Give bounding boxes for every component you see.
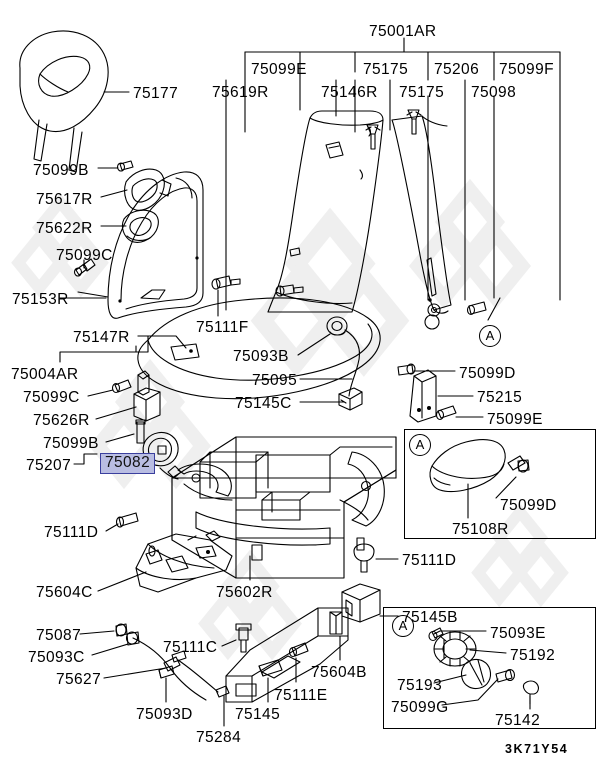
- part-clip-75175-b: [365, 124, 381, 150]
- part-bolt-75111E: [288, 642, 309, 658]
- part-bolt-75099C-lower: [111, 379, 132, 394]
- part-headrest-75177: [19, 30, 109, 173]
- part-lower-rail-75604B: [225, 607, 349, 703]
- part-knob-75192: [433, 631, 477, 667]
- part-bolt-75099D-right: [397, 363, 416, 376]
- callout-75099D-inset: 75099D: [500, 497, 557, 514]
- part-bracket-75145C: [338, 387, 363, 411]
- part-bolt-75099C-left: [73, 258, 96, 277]
- part-cap-75145: [258, 659, 283, 677]
- part-grommet-75093D: [158, 665, 175, 679]
- diagram-code: 3K71Y54: [505, 742, 569, 756]
- callout-75177: 75177: [133, 85, 179, 102]
- callout-75193: 75193: [397, 677, 443, 694]
- callout-75602R: 75602R: [216, 584, 273, 601]
- callout-75153R: 75153R: [12, 291, 69, 308]
- callout-75215: 75215: [477, 389, 523, 406]
- callout-75001AR: 75001AR: [369, 23, 437, 40]
- callout-75146R: 75146R: [321, 84, 378, 101]
- part-bolt-75099B-top: [116, 160, 134, 172]
- callout-75604C: 75604C: [36, 584, 93, 601]
- callout-75175-b: 75175: [399, 84, 445, 101]
- callout-75093D: 75093D: [136, 706, 193, 723]
- part-bolt-75111F: [211, 275, 241, 290]
- leader-lines: [59, 37, 561, 727]
- callout-75099F: 75099F: [499, 61, 554, 78]
- callout-75099D-right: 75099D: [459, 365, 516, 382]
- callout-75617R: 75617R: [36, 191, 93, 208]
- part-bolt-75099D-inset: [507, 455, 530, 473]
- callout-75622R: 75622R: [36, 220, 93, 237]
- callout-75099B-top: 75099B: [33, 162, 89, 179]
- callout-75004AR: 75004AR: [11, 366, 79, 383]
- part-side-shield-75153R: [107, 171, 204, 319]
- part-bolt-75093E-inset: [428, 627, 444, 642]
- callout-75111F: 75111F: [196, 319, 249, 336]
- part-bush-75098: [424, 303, 441, 330]
- callout-75626R: 75626R: [33, 412, 90, 429]
- callout-75093B: 75093B: [233, 348, 289, 365]
- part-bolt-75111C: [235, 623, 252, 653]
- part-rod-75284: [171, 650, 230, 698]
- part-rod-75095: [344, 329, 361, 397]
- part-bracket-75215: [409, 369, 437, 423]
- part-release-handle-75604C: [135, 530, 233, 593]
- callout-75145C: 75145C: [235, 395, 292, 412]
- marker-a-3: A: [392, 615, 414, 637]
- callout-75111D-left: 75111D: [44, 524, 99, 541]
- callout-75604B: 75604B: [311, 664, 367, 681]
- callout-75192: 75192: [510, 647, 556, 664]
- callout-75099C-lower: 75099C: [23, 389, 80, 406]
- callout-75145B: 75145B: [402, 609, 458, 626]
- callout-75284: 75284: [196, 729, 242, 746]
- callout-75099B-lower: 75099B: [43, 435, 99, 452]
- part-clip-75175-a: [406, 109, 422, 135]
- callout-75111E: 75111E: [274, 687, 328, 704]
- callout-75082-highlighted[interactable]: 75082: [100, 453, 156, 474]
- callout-75095: 75095: [252, 372, 298, 389]
- inset-box-knob: [383, 607, 596, 729]
- part-armrest-75108R: [429, 439, 506, 493]
- callout-75627: 75627: [56, 671, 102, 688]
- callout-75619R: 75619R: [212, 84, 269, 101]
- part-seat-cushion-75004AR: [137, 297, 381, 400]
- part-knob-cover-75622R: [121, 209, 159, 243]
- part-bolt-75111D-left: [115, 512, 139, 528]
- part-bracket-75626R: [133, 370, 161, 422]
- part-seat-frame-75602R: [171, 436, 397, 579]
- part-recliner-cover-75617R: [124, 168, 172, 211]
- inset-box-armrest: [404, 429, 596, 539]
- callout-75111D-center: 75111D: [402, 552, 457, 569]
- callout-75087: 75087: [36, 627, 82, 644]
- callout-75093C: 75093C: [28, 649, 85, 666]
- callout-75108R: 75108R: [452, 521, 509, 538]
- callout-75207: 75207: [26, 457, 72, 474]
- marker-a-2: A: [409, 434, 431, 456]
- part-bush-75093B: [326, 316, 348, 336]
- callout-75098: 75098: [471, 84, 517, 101]
- part-bolt-75099E-right: [435, 405, 457, 421]
- callout-75142: 75142: [495, 712, 541, 729]
- callout-75111C: 75111C: [163, 639, 218, 656]
- callout-75093E: 75093E: [490, 625, 546, 642]
- part-knob-cap-75193: [460, 658, 492, 690]
- callout-75145: 75145: [235, 706, 281, 723]
- part-cable-75627: [115, 623, 207, 701]
- part-bolt-75111D-center: [353, 537, 375, 573]
- callout-75099E-right: 75099E: [487, 411, 543, 428]
- part-bolt-75111F-2: [275, 284, 304, 297]
- callout-75206: 75206: [434, 61, 480, 78]
- callout-75099G: 75099G: [391, 699, 449, 716]
- part-bolt-75099F: [466, 301, 487, 316]
- callout-75099C-upper: 75099C: [56, 247, 113, 264]
- callout-75175-a: 75175: [363, 61, 409, 78]
- callout-75099E-top: 75099E: [251, 61, 307, 78]
- callout-75147R: 75147R: [73, 329, 130, 346]
- part-lever-75207-75082: [142, 431, 182, 480]
- marker-a-1: A: [479, 325, 501, 347]
- part-seat-back-side-panel: [391, 115, 452, 314]
